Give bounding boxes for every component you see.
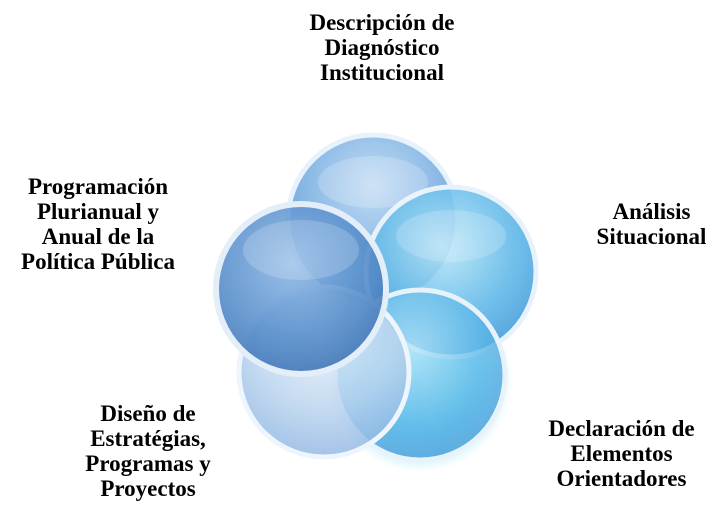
label-top-line-1: Descripción de <box>309 10 455 35</box>
label-right: Análisis Situacional <box>588 199 715 249</box>
circle-left <box>213 201 389 377</box>
label-bottom-right-line-1: Declaración de <box>548 416 695 441</box>
label-left-line-2: Plurianual y <box>36 199 160 224</box>
label-bottom-right-line-3: Orientadores <box>556 466 687 491</box>
label-top: Descripción de Diagnóstico Institucional <box>262 10 502 85</box>
label-left-line-3: Anual de la <box>41 224 155 249</box>
label-bottom-left-line-1: Diseño de <box>100 401 196 426</box>
label-top-line-2: Diagnóstico <box>324 35 440 60</box>
label-left: Programación Plurianual y Anual de la Po… <box>0 174 196 274</box>
label-top-line-3: Institucional <box>320 60 444 85</box>
highlight-right <box>396 210 506 262</box>
label-bottom-left-line-2: Estratégias, <box>90 426 206 451</box>
label-bottom-left: Diseño de Estratégias, Programas y Proye… <box>48 401 248 501</box>
label-bottom-right: Declaración de Elementos Orientadores <box>528 416 715 491</box>
highlight-top <box>318 156 428 208</box>
label-left-line-1: Programación <box>27 174 169 199</box>
label-right-line-2: Situacional <box>596 224 707 249</box>
label-left-line-4: Política Pública <box>21 249 175 274</box>
label-bottom-left-line-4: Proyectos <box>100 476 196 501</box>
label-bottom-right-line-2: Elementos <box>570 441 673 466</box>
label-bottom-left-line-3: Programas y <box>85 451 211 476</box>
highlight-left <box>243 220 359 280</box>
label-right-line-1: Análisis <box>612 199 691 224</box>
